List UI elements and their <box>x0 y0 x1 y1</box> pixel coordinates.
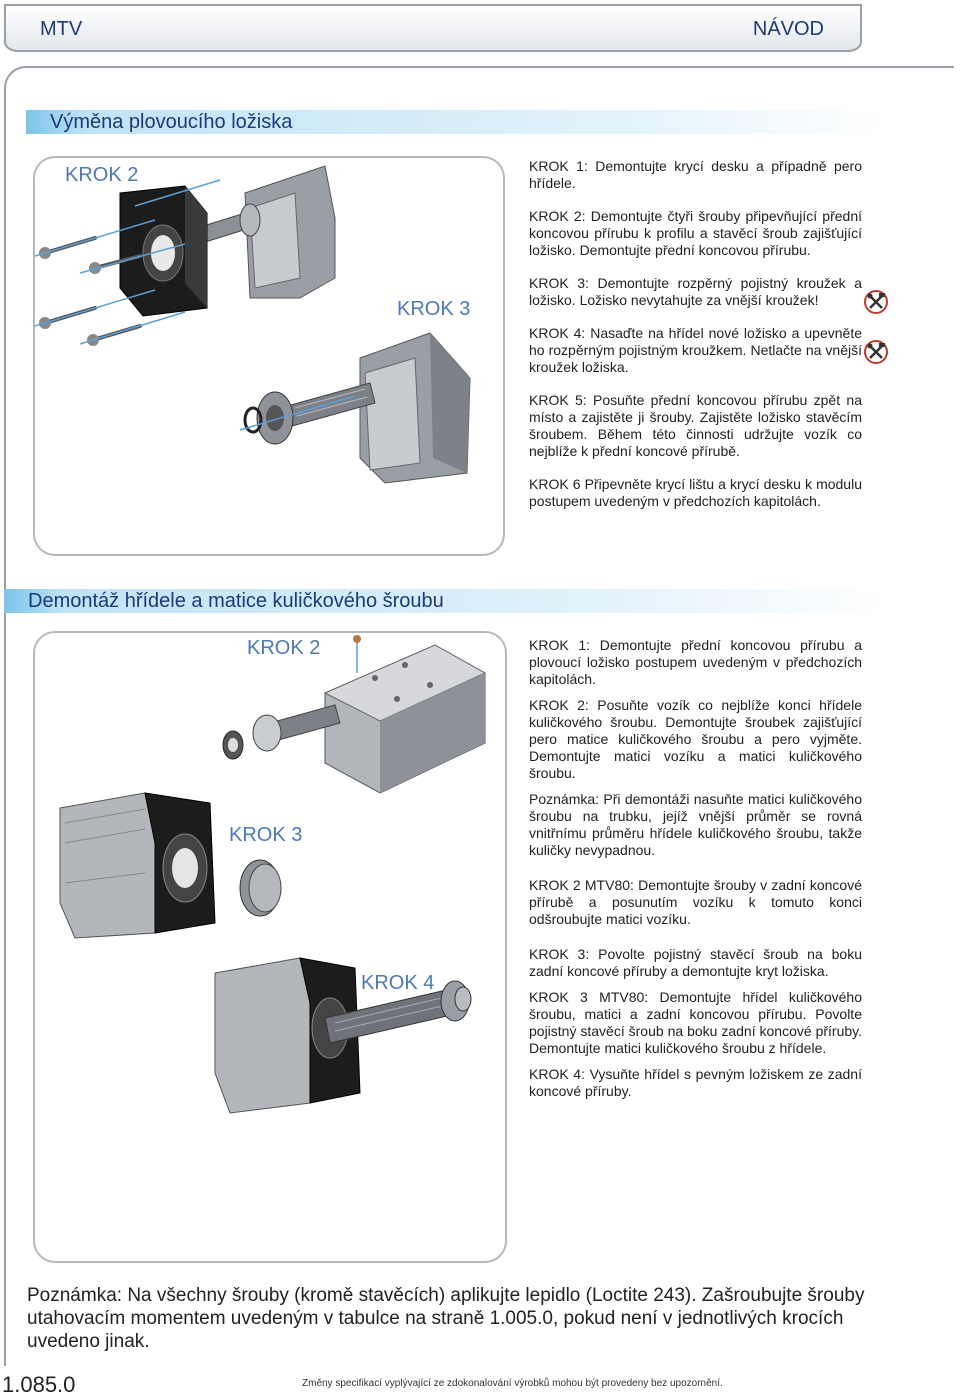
header-doc-type: NÁVOD <box>752 18 824 40</box>
section-title: Demontáž hřídele a matice kuličkového šr… <box>28 590 444 612</box>
step-paragraph: KROK 3 MTV80: Demontujte hřídel kuličkov… <box>529 989 862 1056</box>
section-title: Výměna plovoucího ložiska <box>50 111 293 133</box>
step-label: KROK 3 <box>397 298 471 320</box>
step-paragraph: KROK 1: Demontujte přední koncovou příru… <box>529 637 862 687</box>
steps-text: KROK 1: Demontujte přední koncovou příru… <box>529 637 862 1109</box>
steps-text: KROK 1: Demontujte krycí desku a případn… <box>529 158 862 526</box>
step-paragraph: KROK 2: Demontujte čtyři šrouby připevňu… <box>529 208 862 258</box>
step-paragraph: KROK 2: Posuňte vozík co nejblíže konci … <box>529 697 862 781</box>
step-paragraph: KROK 4: Nasaďte na hřídel nové ložisko a… <box>529 325 862 375</box>
step-paragraph: KROK 4: Vysuňte hřídel s pevným ložiskem… <box>529 1066 862 1099</box>
tools-icon <box>864 290 888 314</box>
step-label: KROK 2 <box>247 637 321 659</box>
ballscrew-disassembly-illustration <box>59 635 487 1114</box>
step-paragraph: KROK 3: Povolte pojistný stavěcí šroub n… <box>529 946 862 979</box>
note-paragraph: Poznámka: Při demontáži nasuňte matici k… <box>529 791 862 858</box>
page-frame <box>4 66 954 1366</box>
step-label: KROK 3 <box>229 824 303 846</box>
footer-disclaimer: Změny specifikací vyplývající ze zdokona… <box>302 1378 723 1389</box>
section-title-bar: Demontáž hřídele a matice kuličkového šr… <box>4 589 886 613</box>
note-text: Na všechny šrouby (kromě stavěcích) apli… <box>27 1285 865 1352</box>
step-label: KROK 4 <box>361 972 435 994</box>
section-title-bar: Výměna plovoucího ložiska <box>26 110 886 134</box>
illustration-panel: KROK 2 KROK 3 <box>33 156 505 556</box>
page-header: MTV NÁVOD <box>4 4 862 52</box>
note-lead: Poznámka: <box>27 1285 123 1306</box>
bearing-replacement-illustration <box>35 165 471 484</box>
illustration-panel: KROK 2 KROK 3 KROK 4 <box>33 631 507 1263</box>
header-product: MTV <box>40 18 83 40</box>
page-number: 1.085.0 <box>2 1372 76 1397</box>
step-label: KROK 2 <box>65 164 139 186</box>
general-note: Poznámka: Na všechny šrouby (kromě stavě… <box>27 1284 867 1353</box>
step-paragraph: KROK 5: Posuňte přední koncovou přírubu … <box>529 392 862 459</box>
step-paragraph: KROK 3: Demontujte rozpěrný pojistný kro… <box>529 275 862 308</box>
step-paragraph: KROK 6 Připevněte krycí lištu a krycí de… <box>529 476 862 509</box>
step-paragraph: KROK 1: Demontujte krycí desku a případn… <box>529 158 862 191</box>
step-paragraph: KROK 2 MTV80: Demontujte šrouby v zadní … <box>529 877 862 927</box>
tools-icon <box>864 340 888 364</box>
